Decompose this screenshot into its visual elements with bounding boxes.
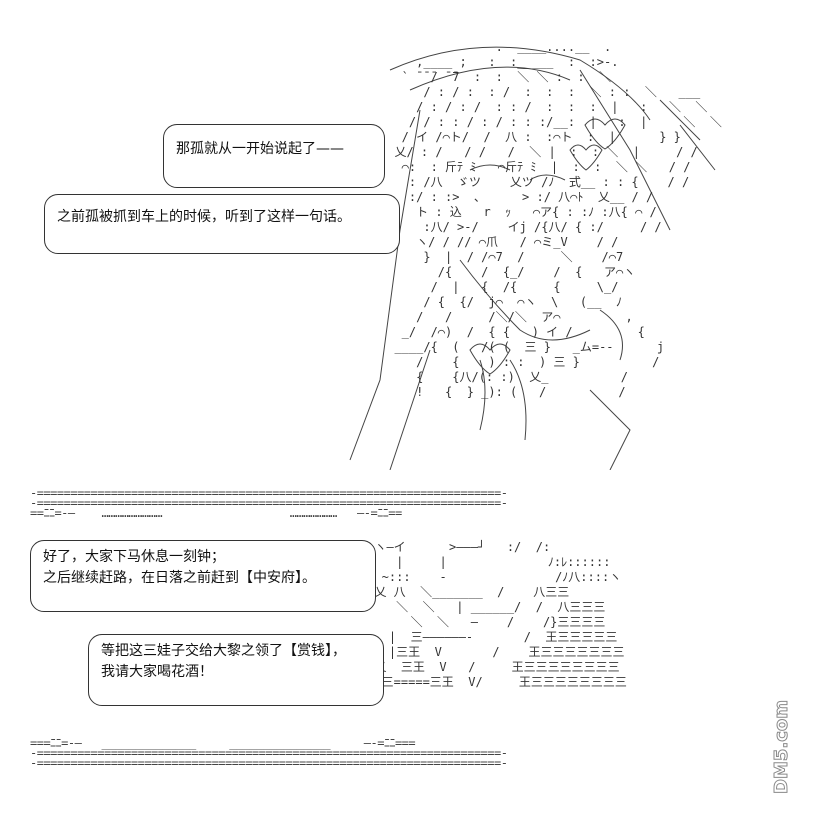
- bubble-2-line-1: 之前孤被抓到车上的时候，听到了这样一句话。: [57, 209, 351, 225]
- bubble-4-line-1: 等把这三娃子交给大黎之领了【赏钱】，: [101, 643, 346, 659]
- dm5-watermark-logo: DM5.com: [771, 699, 793, 794]
- speech-bubble-1: 那孤就从一开始说起了——: [163, 124, 385, 188]
- ascii-art-top: . ____....__ . ,____ ; : :_____ : :>-. `…: [394, 40, 722, 399]
- separator-strip-top: -=======================================…: [30, 488, 508, 520]
- speech-bubble-3: 好了，大家下马休息一刻钟； 之后继续赶路，在日落之前赶到【中安府】。: [30, 540, 376, 612]
- ascii-art-middle: ヽ―イ >―――┘ :/ /: | | ﾉ:ﾚ:::::: ~::: - /ﾉ八…: [374, 540, 627, 689]
- speech-bubble-2: 之前孤被抓到车上的时候，听到了这样一句话。: [44, 194, 400, 254]
- bubble-1-line-1: 那孤就从一开始说起了——: [176, 141, 344, 157]
- bubble-3-line-1: 好了，大家下马休息一刻钟；: [43, 549, 225, 565]
- bubble-3-line-2: 之后继续赶路，在日落之前赶到【中安府】。: [43, 570, 316, 586]
- bubble-4-line-2: 我请大家喝花酒！: [101, 664, 213, 680]
- separator-strip-bottom: ===ﾆﾆ=-― ______________ _______________ …: [30, 738, 508, 770]
- dm5-watermark-text: DM5.com: [771, 700, 792, 794]
- character-line-art: [349, 46, 716, 470]
- speech-bubble-4: 等把这三娃子交给大黎之领了【赏钱】， 我请大家喝花酒！: [88, 634, 384, 706]
